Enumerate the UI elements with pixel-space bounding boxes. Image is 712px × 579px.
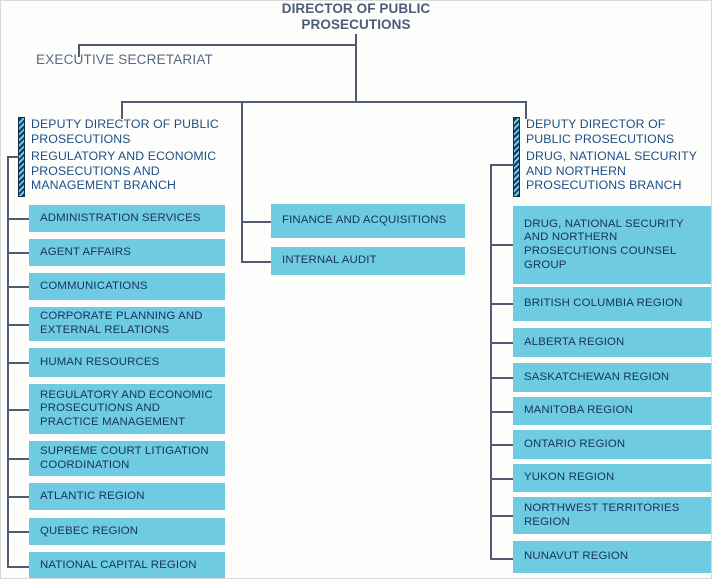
connector-main-bus xyxy=(121,101,527,103)
connector-exec-horizontal xyxy=(78,44,357,46)
connector-left-stub-0 xyxy=(7,218,29,220)
connector-exec-drop xyxy=(78,44,80,57)
node-finance-and-acquisitions[interactable]: FINANCE AND ACQUISITIONS xyxy=(271,204,465,238)
node-administration-services[interactable]: ADMINISTRATION SERVICES xyxy=(29,205,225,232)
node-label: SUPREME COURT LITIGATION COORDINATION xyxy=(40,444,209,471)
node-atlantic-region[interactable]: ATLANTIC REGION xyxy=(29,483,225,510)
connector-center-trunk-lower xyxy=(241,221,243,263)
node-label: ADMINISTRATION SERVICES xyxy=(40,211,201,224)
node-quebec-region[interactable]: QUEBEC REGION xyxy=(29,518,225,545)
connector-root-stem xyxy=(355,34,357,101)
node-label: NORTHWEST TERRITORIES REGION xyxy=(524,501,680,528)
connector-bus-drop-right xyxy=(525,101,527,119)
node-label: SASKATCHEWAN REGION xyxy=(524,370,670,383)
node-alberta-region[interactable]: ALBERTA REGION xyxy=(513,328,711,357)
node-label: ONTARIO REGION xyxy=(524,437,626,450)
node-label: HUMAN RESOURCES xyxy=(40,355,160,368)
node-label: YUKON REGION xyxy=(524,471,615,484)
connector-left-stub-4 xyxy=(7,362,29,364)
connector-right-stub-2 xyxy=(490,342,513,344)
node-internal-audit[interactable]: INTERNAL AUDIT xyxy=(271,247,465,275)
node-ontario-region[interactable]: ONTARIO REGION xyxy=(513,430,711,459)
left-branch-header-text: DEPUTY DIRECTOR OF PUBLIC PROSECUTIONS R… xyxy=(25,117,233,197)
connector-right-stub-4 xyxy=(490,411,513,413)
hatched-marker-icon xyxy=(513,117,520,197)
connector-right-stub-6 xyxy=(490,478,513,480)
left-branch-header-line1: DEPUTY DIRECTOR OF PUBLIC PROSECUTIONS xyxy=(31,117,219,146)
connector-left-stub-6 xyxy=(7,458,29,460)
node-manitoba-region[interactable]: MANITOBA REGION xyxy=(513,397,711,425)
connector-left-stub-3 xyxy=(7,324,29,326)
node-label: CORPORATE PLANNING AND EXTERNAL RELATION… xyxy=(40,310,203,336)
connector-right-stub-3 xyxy=(490,377,513,379)
root-node-title: DIRECTOR OF PUBLIC PROSECUTIONS xyxy=(281,1,431,32)
node-yukon-region[interactable]: YUKON REGION xyxy=(513,464,711,492)
node-supreme-court-litigation-coordination[interactable]: SUPREME COURT LITIGATION COORDINATION xyxy=(29,441,225,476)
node-label: COMMUNICATIONS xyxy=(40,279,148,292)
right-branch-header: DEPUTY DIRECTOR OF PUBLIC PROSECUTIONS D… xyxy=(513,117,711,197)
right-branch-header-text: DEPUTY DIRECTOR OF PUBLIC PROSECUTIONS D… xyxy=(520,117,711,197)
connector-left-stub-2 xyxy=(7,286,29,288)
node-label: REGULATORY AND ECONOMIC PROSECUTIONS AND… xyxy=(40,388,213,428)
connector-right-stub-7 xyxy=(490,515,513,517)
node-label: FINANCE AND ACQUISITIONS xyxy=(282,214,447,227)
node-label: QUEBEC REGION xyxy=(40,524,139,537)
connector-right-trunk xyxy=(490,164,492,560)
node-label: MANITOBA REGION xyxy=(524,404,634,417)
node-british-columbia-region[interactable]: BRITISH COLUMBIA REGION xyxy=(513,287,711,321)
connector-left-stub-8 xyxy=(7,531,29,533)
left-branch-header: DEPUTY DIRECTOR OF PUBLIC PROSECUTIONS R… xyxy=(18,117,233,197)
node-northwest-territories-region[interactable]: NORTHWEST TERRITORIES REGION xyxy=(513,497,711,534)
connector-left-head-stub xyxy=(7,156,19,158)
connector-left-stub-1 xyxy=(7,252,29,254)
connector-left-stub-7 xyxy=(7,496,29,498)
connector-right-stub-1 xyxy=(490,303,513,305)
node-corporate-planning-external-relations[interactable]: CORPORATE PLANNING AND EXTERNAL RELATION… xyxy=(29,307,225,341)
connector-left-stub-9 xyxy=(7,566,29,568)
node-national-capital-region[interactable]: NATIONAL CAPITAL REGION xyxy=(29,552,225,578)
node-label: NATIONAL CAPITAL REGION xyxy=(40,558,197,571)
connector-right-stub-8 xyxy=(490,558,513,560)
node-nunavut-region[interactable]: NUNAVUT REGION xyxy=(513,541,711,573)
node-agent-affairs[interactable]: AGENT AFFAIRS xyxy=(29,239,225,266)
left-branch-header-line2: REGULATORY AND ECONOMIC PROSECUTIONS AND… xyxy=(31,149,217,193)
node-communications[interactable]: COMMUNICATIONS xyxy=(29,273,225,300)
node-label: ALBERTA REGION xyxy=(524,335,625,348)
node-label: AGENT AFFAIRS xyxy=(40,245,131,258)
connector-bus-drop-center xyxy=(241,101,243,237)
executive-secretariat-title: EXECUTIVE SECRETARIAT xyxy=(36,52,213,67)
right-branch-header-line1: DEPUTY DIRECTOR OF PUBLIC PROSECUTIONS xyxy=(526,117,675,146)
node-label: BRITISH COLUMBIA REGION xyxy=(524,297,683,310)
connector-center-stub-1 xyxy=(241,261,271,263)
node-label: NUNAVUT REGION xyxy=(524,550,629,563)
connector-center-stub-0 xyxy=(241,221,271,223)
connector-left-stub-5 xyxy=(7,409,29,411)
node-saskatchewan-region[interactable]: SASKATCHEWAN REGION xyxy=(513,363,711,392)
connector-bus-drop-left xyxy=(121,101,123,119)
connector-right-head-stub xyxy=(490,164,514,166)
hatched-marker-icon xyxy=(18,117,25,197)
node-regulatory-economic-prosecutions-practice-management[interactable]: REGULATORY AND ECONOMIC PROSECUTIONS AND… xyxy=(29,384,225,434)
node-drug-national-security-northern-prosecutions-counsel-group[interactable]: DRUG, NATIONAL SECURITY AND NORTHERN PRO… xyxy=(513,206,711,284)
node-label: ATLANTIC REGION xyxy=(40,489,145,502)
right-branch-header-line2: DRUG, NATIONAL SECURITY AND NORTHERN PRO… xyxy=(526,149,697,193)
connector-right-stub-0 xyxy=(490,244,513,246)
node-label: DRUG, NATIONAL SECURITY AND NORTHERN PRO… xyxy=(524,217,684,271)
connector-right-stub-5 xyxy=(490,444,513,446)
node-label: INTERNAL AUDIT xyxy=(282,254,377,267)
node-human-resources[interactable]: HUMAN RESOURCES xyxy=(29,348,225,377)
